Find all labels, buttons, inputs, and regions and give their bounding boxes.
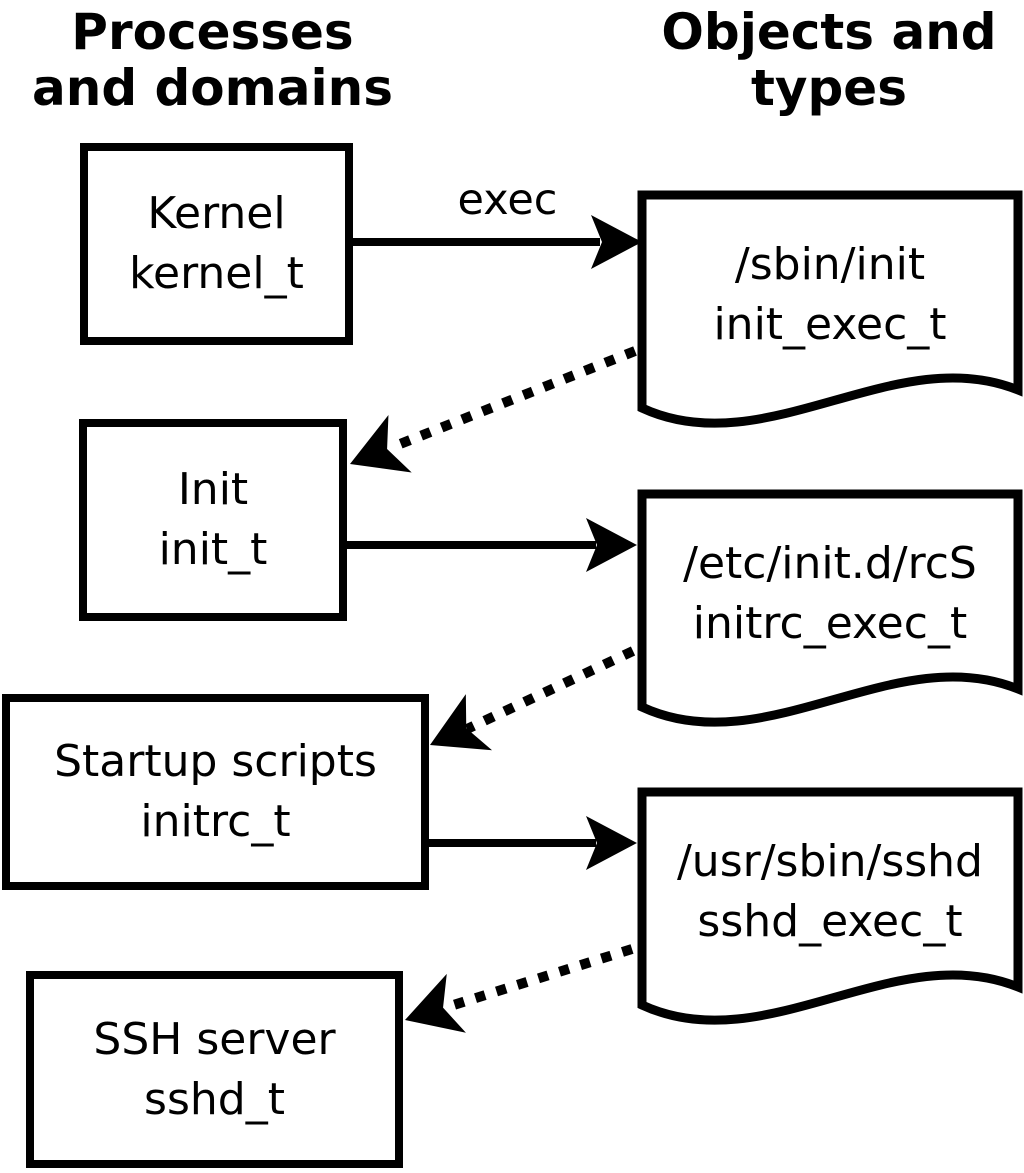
process-box-init: Init init_t [79,419,347,621]
object-path: /sbin/init [734,238,926,290]
object-label-etc-initd-rcs: /etc/init.d/rcS initrc_exec_t [650,501,1010,686]
transition-arrow-to-init [350,346,637,473]
transition-arrow-to-initrc [430,646,636,751]
object-type: initrc_exec_t [692,597,968,649]
transition-arrow-to-sshd [405,944,634,1033]
exec-arrow-init-to-rcs [347,518,637,572]
process-type: initrc_t [140,796,291,847]
process-box-ssh-server: SSH server sshd_t [26,971,403,1168]
process-type: sshd_t [144,1073,285,1125]
process-name: Kernel [147,188,286,239]
process-type: init_t [158,524,268,575]
object-path: /usr/sbin/sshd [676,835,983,887]
object-type: init_exec_t [713,298,947,350]
column-header-processes: Processes and domains [31,3,393,117]
process-name: SSH server [93,1013,336,1065]
object-label-usr-sbin-sshd: /usr/sbin/sshd sshd_exec_t [650,799,1010,984]
process-type: kernel_t [129,248,304,299]
exec-arrow-label: exec [457,175,558,225]
object-label-sbin-init: /sbin/init init_exec_t [650,202,1010,387]
process-box-startup-scripts: Startup scripts initrc_t [2,694,429,890]
object-type: sshd_exec_t [697,895,963,947]
process-box-kernel: Kernel kernel_t [80,143,353,345]
process-name: Init [177,464,249,515]
column-header-objects: Objects and types [661,3,997,117]
exec-arrow-initrc-to-sshd [429,816,637,870]
process-name: Startup scripts [54,736,377,787]
object-path: /etc/init.d/rcS [683,537,977,589]
